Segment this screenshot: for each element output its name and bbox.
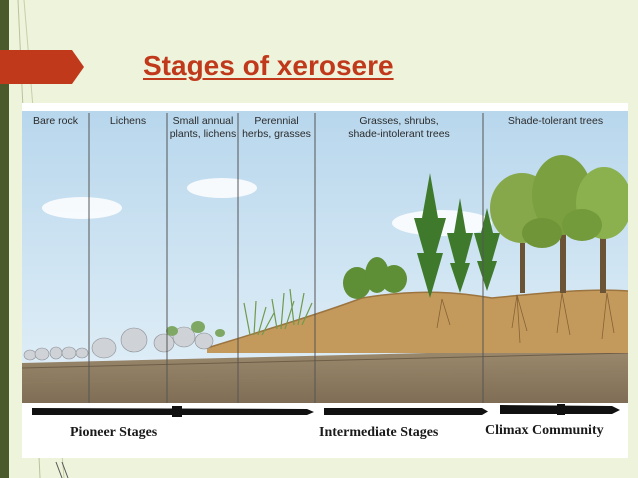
xerosere-figure: Bare rock Lichens Small annual plants, l… [22,103,628,458]
slide-title: Stages of xerosere [143,50,394,82]
stage-label-perennial-herbs: Perennial herbs, grasses [238,115,315,141]
stage-label-lichens: Lichens [89,115,167,128]
stage-label-grasses-shrubs: Grasses, shrubs, shade-intolerant trees [315,115,483,141]
succession-illustration [22,103,628,458]
stage-label-bare-rock: Bare rock [22,115,89,128]
stage-label-shade-tolerant-trees: Shade-tolerant trees [483,115,628,128]
intermediate-stages-label: Intermediate Stages [319,425,438,441]
stage-label-small-annual-plants: Small annual plants, lichens [165,115,241,141]
title-arrow-tab [0,50,84,84]
climax-community-label: Climax Community [485,423,604,439]
pioneer-stages-label: Pioneer Stages [70,425,157,441]
